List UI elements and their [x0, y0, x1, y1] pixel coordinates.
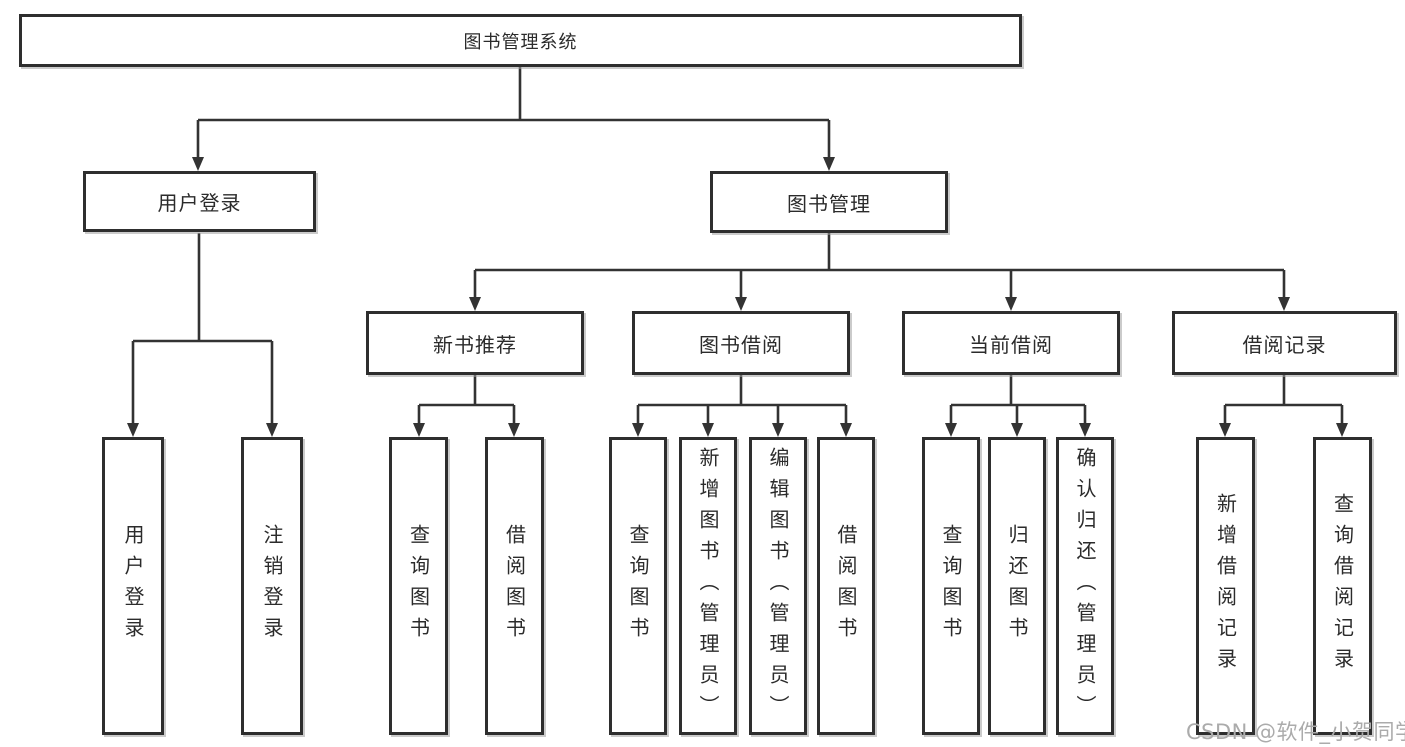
connector-new-book-rec-children: [413, 375, 520, 437]
leaf-add-borrow-record: 新增借阅记录: [1196, 437, 1255, 735]
connector-lines: [636, 375, 848, 424]
node-label: 图书管理: [787, 191, 871, 216]
leaf-logout: 注销登录: [241, 437, 303, 735]
node-book-borrow: 图书借阅: [632, 311, 850, 375]
node-label: 图书管理系统: [463, 31, 578, 53]
leaf-user-login: 用户登录: [102, 437, 164, 735]
connector-user-login-children: [127, 233, 278, 437]
node-label: 新增图书（管理员）: [696, 446, 720, 726]
arrow-heads: [192, 157, 835, 171]
connector-root-children: [192, 67, 835, 171]
node-new-book-recommend: 新书推荐: [366, 311, 584, 375]
connector-lines: [196, 67, 831, 158]
connector-lines: [473, 233, 1286, 298]
node-label: 用户登录: [121, 524, 145, 648]
leaf-confirm-return-admin: 确认归还（管理员）: [1056, 437, 1114, 735]
node-label: 注销登录: [260, 524, 284, 648]
node-label: 确认归还（管理员）: [1073, 446, 1097, 726]
node-library-system: 图书管理系统: [19, 14, 1022, 67]
node-label: 查询图书: [626, 524, 650, 648]
node-label: 借阅记录: [1242, 332, 1327, 357]
node-label: 编辑图书（管理员）: [766, 446, 790, 726]
leaf-borrow-book: 借阅图书: [817, 437, 875, 735]
arrow-heads: [1219, 423, 1348, 437]
node-label: 新书推荐: [433, 332, 517, 357]
node-label: 借阅图书: [834, 524, 858, 648]
connector-book-mgmt-children: [469, 233, 1290, 311]
node-label: 新增借阅记录: [1213, 493, 1238, 679]
connector-lines: [949, 375, 1087, 424]
node-label: 查询图书: [939, 524, 963, 648]
connector-lines: [131, 233, 274, 424]
node-current-borrow: 当前借阅: [902, 311, 1120, 375]
node-user-login: 用户登录: [83, 171, 316, 232]
arrow-heads: [945, 423, 1091, 437]
node-label: 查询图书: [406, 524, 431, 648]
connector-borrow-record-children: [1219, 375, 1348, 437]
node-label: 当前借阅: [969, 332, 1053, 357]
node-label: 归还图书: [1005, 524, 1029, 648]
csdn-watermark: CSDN @软件_小贺同学: [1186, 720, 1405, 744]
arrow-heads: [632, 423, 852, 437]
leaf-return-book: 归还图书: [988, 437, 1046, 735]
node-label: 图书借阅: [699, 332, 783, 357]
leaf-query-book-current: 查询图书: [922, 437, 980, 735]
arrow-heads: [469, 297, 1290, 311]
node-label: 查询借阅记录: [1330, 493, 1355, 679]
connector-lines: [1223, 375, 1344, 424]
arrow-heads: [127, 423, 278, 437]
leaf-query-book-recommend: 查询图书: [389, 437, 448, 735]
connector-current-borrow-children: [945, 375, 1091, 437]
arrow-heads: [413, 423, 520, 437]
leaf-edit-book-admin: 编辑图书（管理员）: [749, 437, 807, 735]
node-borrow-records: 借阅记录: [1172, 311, 1397, 375]
node-book-management: 图书管理: [710, 171, 948, 233]
node-label: 借阅图书: [502, 524, 527, 648]
connector-book-borrow-children: [632, 375, 852, 437]
connector-lines: [417, 375, 516, 424]
leaf-query-book-borrow: 查询图书: [609, 437, 667, 735]
node-label: 用户登录: [157, 191, 242, 215]
leaf-borrow-book-recommend: 借阅图书: [485, 437, 544, 735]
leaf-query-borrow-record: 查询借阅记录: [1313, 437, 1372, 735]
leaf-add-book-admin: 新增图书（管理员）: [679, 437, 737, 735]
